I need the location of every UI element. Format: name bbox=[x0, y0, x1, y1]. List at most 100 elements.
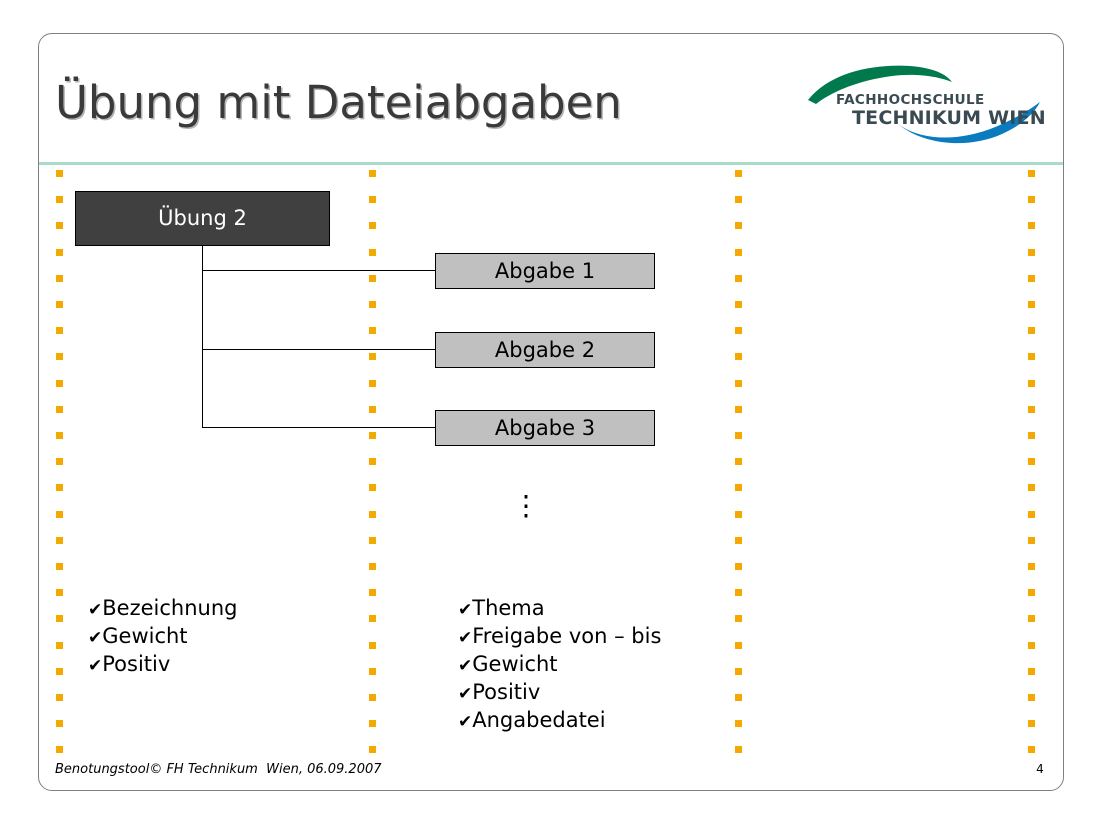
dot-marker bbox=[1028, 432, 1035, 439]
check-icon: ✔ bbox=[88, 600, 103, 620]
dot-marker bbox=[369, 484, 376, 492]
list-item-label: Angabedatei bbox=[472, 708, 606, 732]
uebung-attribute-list: ✔Bezeichnung✔Gewicht✔Positiv bbox=[88, 595, 348, 679]
dot-marker bbox=[735, 641, 742, 649]
dot-marker bbox=[369, 615, 376, 623]
abgabe-attribute-list: ✔Thema✔Freigabe von – bis✔Gewicht✔Positi… bbox=[458, 595, 748, 735]
dot-marker bbox=[369, 432, 376, 439]
dot-marker bbox=[56, 248, 63, 256]
connector-branch-2 bbox=[202, 349, 436, 351]
dot-marker bbox=[1028, 196, 1035, 204]
dot-marker bbox=[1028, 641, 1035, 649]
check-icon: ✔ bbox=[458, 628, 473, 648]
list-item-label: Freigabe von – bis bbox=[472, 624, 662, 648]
dotted-column-3 bbox=[735, 170, 742, 762]
dot-marker bbox=[735, 327, 742, 335]
dot-marker bbox=[369, 563, 376, 570]
dot-marker bbox=[56, 301, 63, 308]
dot-marker bbox=[56, 589, 63, 597]
list-item-label: Thema bbox=[472, 596, 545, 620]
dot-marker bbox=[1028, 405, 1035, 413]
dot-marker bbox=[56, 536, 63, 544]
dot-marker bbox=[56, 432, 63, 439]
list-item-label: Gewicht bbox=[102, 624, 188, 648]
check-icon: ✔ bbox=[458, 684, 473, 704]
node-abgabe-1: Abgabe 1 bbox=[435, 253, 655, 289]
dot-marker bbox=[1028, 327, 1035, 335]
continuation-ellipsis: ⋮ bbox=[512, 489, 540, 522]
dotted-column-4 bbox=[1028, 170, 1035, 762]
dot-marker bbox=[1028, 746, 1035, 754]
connector-branch-3 bbox=[202, 427, 436, 429]
dot-marker bbox=[56, 327, 63, 335]
dot-marker bbox=[735, 458, 742, 466]
dot-marker bbox=[56, 274, 63, 282]
dot-marker bbox=[1028, 170, 1035, 177]
dot-marker bbox=[1028, 720, 1035, 728]
dot-marker bbox=[56, 746, 63, 754]
check-icon: ✔ bbox=[88, 628, 103, 648]
dot-marker bbox=[1028, 458, 1035, 466]
dot-marker bbox=[56, 641, 63, 649]
dot-marker bbox=[735, 563, 742, 570]
list-item-label: Bezeichnung bbox=[102, 596, 238, 620]
dot-marker bbox=[1028, 274, 1035, 282]
dot-marker bbox=[735, 248, 742, 256]
dot-marker bbox=[56, 510, 63, 518]
dot-marker bbox=[1028, 222, 1035, 230]
dotted-column-1 bbox=[56, 170, 63, 762]
dot-marker bbox=[735, 196, 742, 204]
dot-marker bbox=[369, 458, 376, 466]
dot-marker bbox=[735, 301, 742, 308]
check-icon: ✔ bbox=[458, 600, 473, 620]
list-item: ✔Positiv bbox=[88, 651, 348, 679]
dot-marker bbox=[369, 510, 376, 518]
logo-green-arc bbox=[808, 65, 952, 104]
dot-marker bbox=[369, 353, 376, 361]
dot-marker bbox=[1028, 563, 1035, 570]
header-divider bbox=[39, 162, 1063, 165]
dot-marker bbox=[56, 222, 63, 230]
dot-marker bbox=[1028, 353, 1035, 361]
page-title: Übung mit Dateiabgaben bbox=[55, 76, 622, 129]
check-icon: ✔ bbox=[88, 656, 103, 676]
dot-marker bbox=[735, 170, 742, 177]
footer-text: Benotungstool© FH Technikum Wien, 06.09.… bbox=[55, 762, 382, 777]
dot-marker bbox=[735, 432, 742, 439]
dot-marker bbox=[1028, 379, 1035, 387]
dot-marker bbox=[1028, 667, 1035, 675]
dot-marker bbox=[369, 327, 376, 335]
dot-marker bbox=[56, 379, 63, 387]
dot-marker bbox=[1028, 589, 1035, 597]
list-item: ✔Freigabe von – bis bbox=[458, 623, 748, 651]
dot-marker bbox=[1028, 484, 1035, 492]
dot-marker bbox=[735, 274, 742, 282]
list-item: ✔Thema bbox=[458, 595, 748, 623]
dot-marker bbox=[735, 405, 742, 413]
dot-marker bbox=[1028, 615, 1035, 623]
dot-marker bbox=[1028, 510, 1035, 518]
dot-marker bbox=[735, 667, 742, 675]
list-item-label: Positiv bbox=[102, 652, 171, 676]
list-item: ✔Bezeichnung bbox=[88, 595, 348, 623]
dot-marker bbox=[735, 615, 742, 623]
dot-marker bbox=[369, 720, 376, 728]
dot-marker bbox=[735, 510, 742, 518]
dotted-column-2 bbox=[369, 170, 376, 762]
dot-marker bbox=[735, 720, 742, 728]
connector-branch-1 bbox=[202, 270, 436, 272]
dot-marker bbox=[369, 274, 376, 282]
dot-marker bbox=[56, 196, 63, 204]
check-icon: ✔ bbox=[458, 656, 473, 676]
fh-technikum-wien-logo: FACHHOCHSCHULE TECHNIKUM WIEN bbox=[806, 64, 1046, 150]
page-number: 4 bbox=[1036, 762, 1044, 776]
node-abgabe-3: Abgabe 3 bbox=[435, 410, 655, 446]
dot-marker bbox=[369, 694, 376, 701]
dot-marker bbox=[735, 379, 742, 387]
logo-line1-text: FACHHOCHSCHULE bbox=[836, 92, 985, 108]
dot-marker bbox=[56, 405, 63, 413]
connector-trunk bbox=[202, 246, 204, 428]
dot-marker bbox=[369, 170, 376, 177]
dot-marker bbox=[1028, 536, 1035, 544]
